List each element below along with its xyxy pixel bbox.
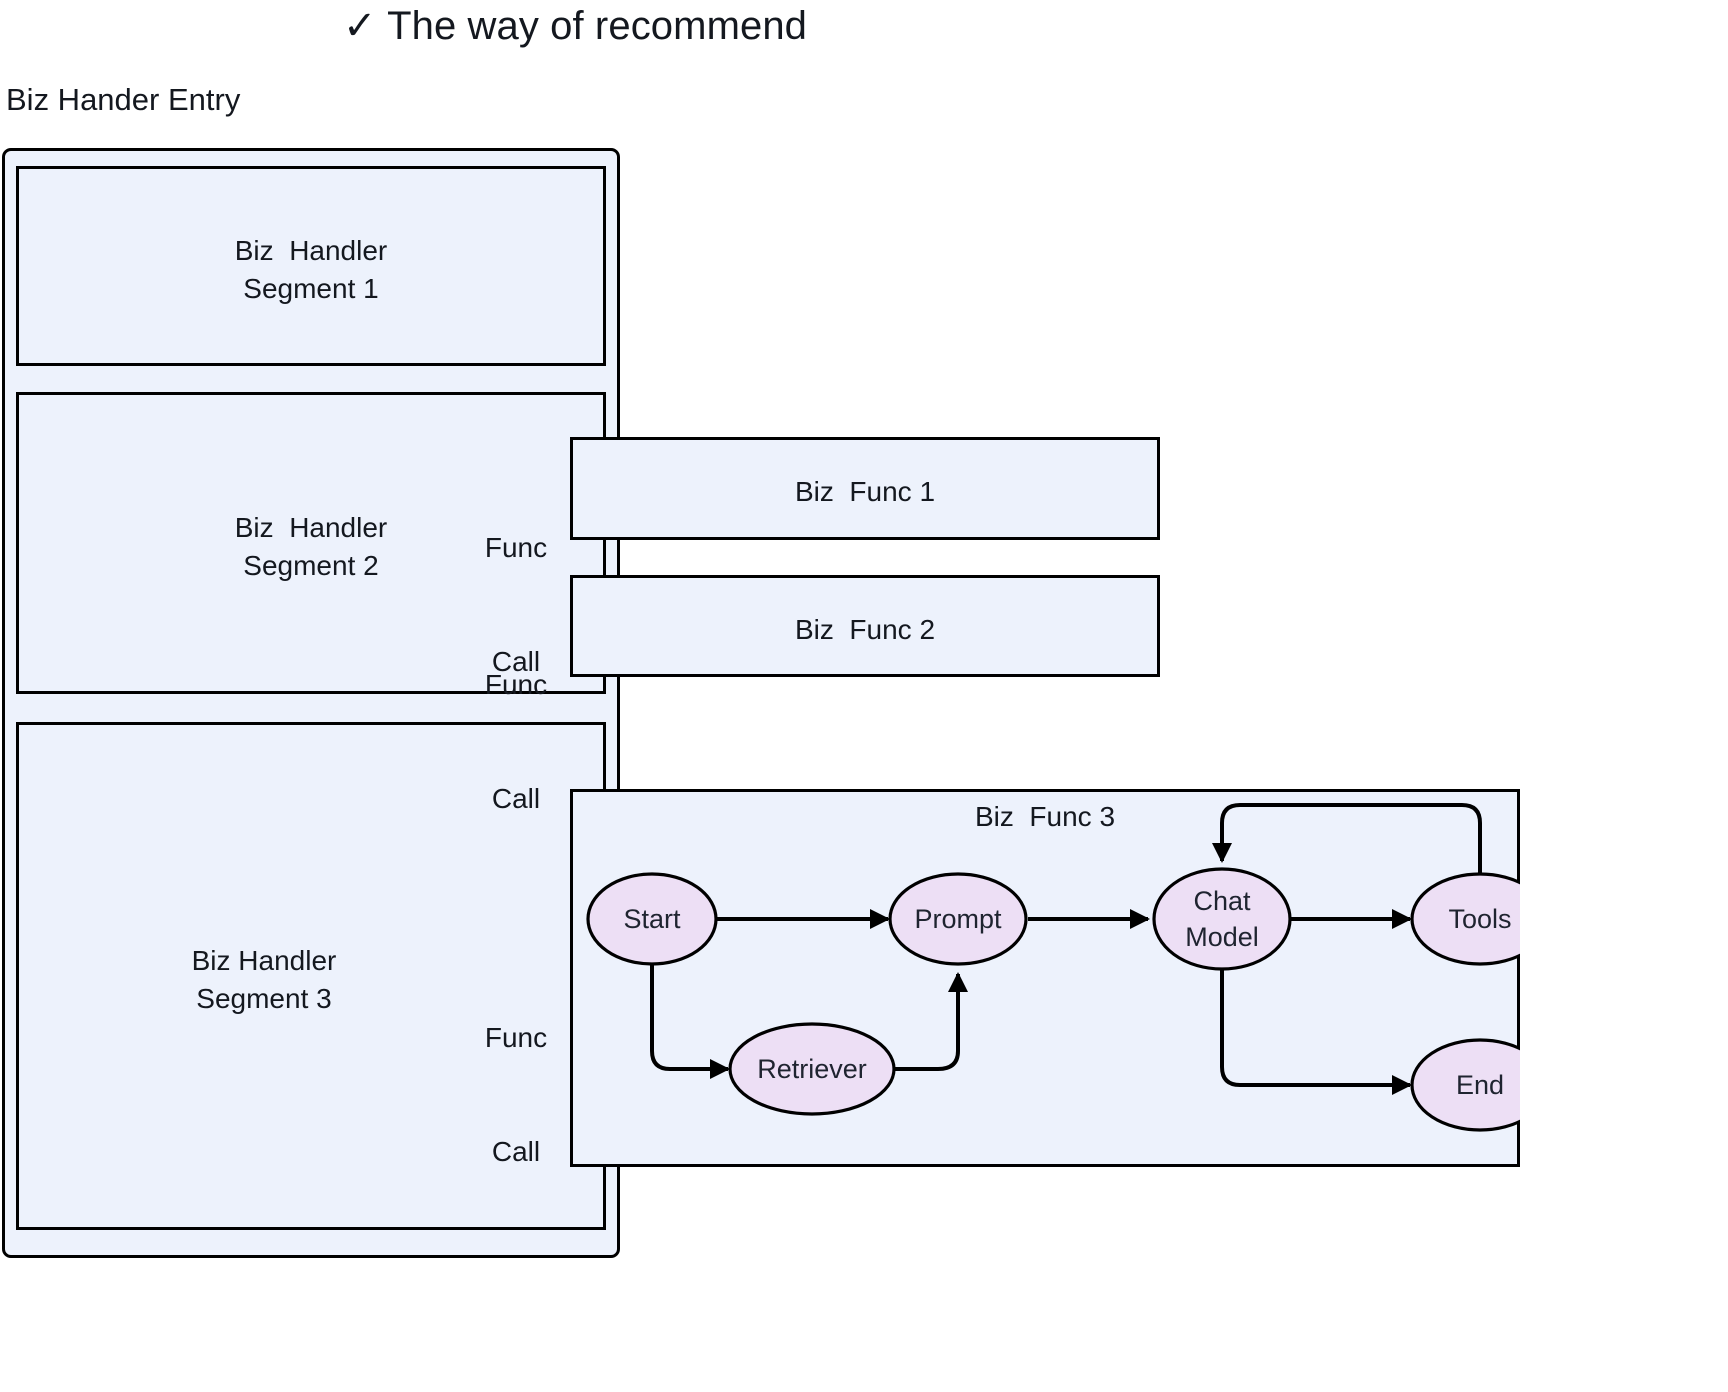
node-chat-model-label-line2: Model — [1185, 922, 1259, 952]
segment-3-label-line2: Segment 3 — [196, 983, 332, 1014]
biz-func-2-label: Biz Func 2 — [794, 614, 936, 645]
segment-2-label-line1: Biz Handler — [234, 512, 388, 543]
node-retriever[interactable]: Retriever — [728, 1022, 896, 1116]
entry-caption: Biz Hander Entry — [6, 82, 241, 117]
node-start[interactable]: Start — [586, 872, 718, 966]
edge-tools-chatmodel — [1212, 803, 1482, 877]
biz-func-3-label: Biz Func 3 — [974, 801, 1116, 832]
segment-3-label-line1: Biz Handler — [191, 945, 337, 976]
func-call-2-line2: Call — [491, 783, 541, 814]
segment-1-label-line2: Segment 1 — [243, 273, 379, 304]
func-call-1-line1: Func — [484, 532, 548, 563]
node-tools-label: Tools — [1448, 904, 1511, 934]
segment-2-label-line2: Segment 2 — [243, 550, 379, 581]
node-prompt-label: Prompt — [914, 904, 1002, 934]
biz-handler-segment-1[interactable]: Biz Handler Segment 1 — [16, 166, 606, 366]
node-prompt[interactable]: Prompt — [888, 872, 1028, 966]
func-call-label-1: Func Call — [462, 453, 570, 757]
func-call-label-2: Func Call — [462, 590, 570, 894]
biz-func-1-box[interactable]: Biz Func 1 — [570, 437, 1160, 540]
node-end-label: End — [1456, 1070, 1504, 1100]
node-retriever-label: Retriever — [757, 1054, 867, 1084]
edge-retriever-prompt — [890, 972, 968, 1071]
biz-func-1-label: Biz Func 1 — [794, 476, 936, 507]
func-call-3-line2: Call — [491, 1136, 541, 1167]
func-call-1-line2: Call — [491, 646, 541, 677]
node-chat-model[interactable]: Chat Model — [1152, 867, 1292, 971]
langgraph-flow: Start Retriever Prompt Chat Model Tools … — [586, 803, 1520, 1132]
page-title: ✓ The way of recommend — [342, 4, 808, 48]
func-call-2-line1: Func — [484, 669, 548, 700]
node-start-label: Start — [623, 904, 681, 934]
node-end[interactable]: End — [1410, 1038, 1520, 1132]
edge-chatmodel-end — [1220, 964, 1412, 1095]
func-call-3-line1: Func — [484, 1022, 548, 1053]
segment-1-label-line1: Biz Handler — [234, 235, 388, 266]
edge-start-retriever — [650, 964, 730, 1079]
func-call-label-3: Func Call — [462, 943, 570, 1247]
biz-func-2-box[interactable]: Biz Func 2 — [570, 575, 1160, 677]
biz-handler-segment-2[interactable]: Biz Handler Segment 2 — [16, 392, 606, 694]
node-tools[interactable]: Tools — [1410, 872, 1520, 966]
biz-func-3-box[interactable]: Biz Func 3 — [570, 789, 1520, 1167]
node-chat-model-label-line1: Chat — [1193, 886, 1251, 916]
